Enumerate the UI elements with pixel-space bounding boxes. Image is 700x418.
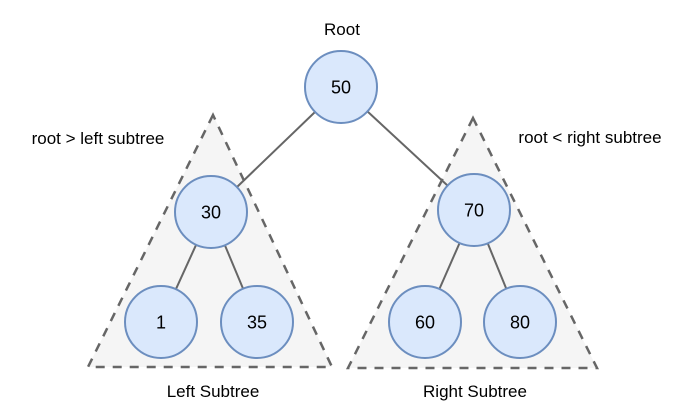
edge-root-to-left-child	[236, 111, 316, 188]
node-left-left-value: 1	[156, 313, 166, 333]
node-right-right: 80	[483, 285, 557, 359]
node-left-child-value: 30	[201, 203, 221, 223]
node-right-left-value: 60	[415, 313, 435, 333]
node-right-child-value: 70	[464, 201, 484, 221]
node-right-child: 70	[437, 173, 511, 247]
node-left-left: 1	[124, 285, 198, 359]
node-right-child-circle	[437, 173, 511, 247]
node-left-right-circle	[220, 285, 294, 359]
edge-right-to-rightright	[486, 242, 508, 290]
edge-root-to-right-child	[366, 110, 449, 187]
node-root-value: 50	[331, 78, 351, 98]
node-right-left: 60	[388, 285, 462, 359]
node-left-right: 35	[220, 285, 294, 359]
edge-left-to-leftright	[223, 244, 245, 290]
node-right-left-circle	[388, 285, 462, 359]
node-left-child-circle	[174, 175, 248, 249]
left-annotation: root > left subtree	[32, 129, 165, 148]
node-left-child: 30	[174, 175, 248, 249]
node-right-right-value: 80	[510, 313, 530, 333]
right-annotation: root < right subtree	[518, 128, 661, 147]
node-root: 50	[304, 50, 378, 124]
edge-left-to-leftleft	[174, 244, 198, 290]
root-caption: Root	[324, 20, 360, 39]
edge-right-to-rightleft	[438, 242, 461, 290]
right-subtree-caption: Right Subtree	[423, 382, 527, 401]
left-subtree-caption: Left Subtree	[167, 382, 260, 401]
node-left-right-value: 35	[247, 313, 267, 333]
node-left-left-circle	[124, 285, 198, 359]
node-root-circle	[304, 50, 378, 124]
node-right-right-circle	[483, 285, 557, 359]
